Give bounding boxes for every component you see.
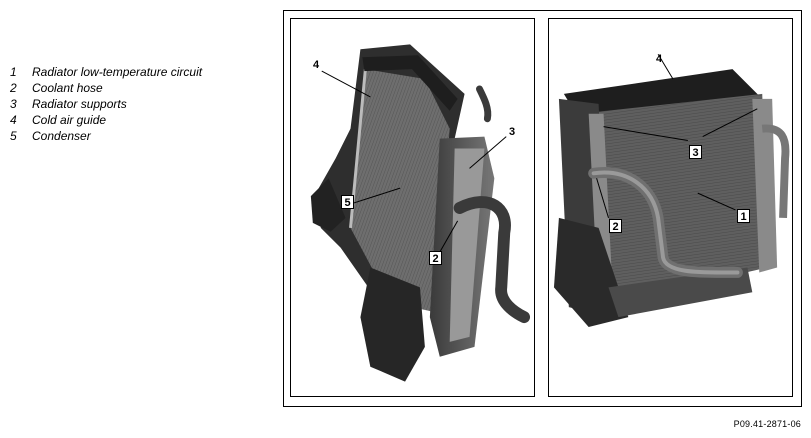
radiator-assembly-side-illustration [310,44,531,382]
legend-label: Condenser [32,129,91,143]
legend-item-3: 3 Radiator supports [10,96,202,112]
callout-4: 4 [656,53,663,65]
figure-id: P09.41-2871-06 [733,419,801,429]
left-view-panel: 4 3 5 2 [290,18,535,397]
legend-label: Cold air guide [32,113,107,127]
legend-number: 5 [10,129,17,143]
callout-1: 1 [737,209,750,223]
radiator-assembly-front-illustration [553,54,790,328]
legend-number: 4 [10,113,17,127]
callout-2: 2 [429,251,442,265]
legend-number: 1 [10,65,17,79]
figure-frame: 4 3 5 2 [283,10,802,407]
legend-item-1: 1 Radiator low-temperature circuit [10,64,202,80]
legend-number: 2 [10,81,17,95]
right-view-panel: 4 3 2 1 [548,18,793,397]
callout-3: 3 [509,126,516,138]
legend-label: Radiator low-temperature circuit [32,65,203,79]
callout-4: 4 [313,59,320,71]
legend-item-2: 2 Coolant hose [10,80,202,96]
callout-3: 3 [689,145,702,159]
legend-item-5: 5 Condenser [10,128,202,144]
callout-2: 2 [609,219,622,233]
legend-label: Coolant hose [32,81,103,95]
legend-number: 3 [10,97,17,111]
legend-item-4: 4 Cold air guide [10,112,202,128]
legend-label: Radiator supports [32,97,127,111]
parts-legend: 1 Radiator low-temperature circuit 2 Coola… [10,64,202,144]
callout-5: 5 [341,195,354,209]
